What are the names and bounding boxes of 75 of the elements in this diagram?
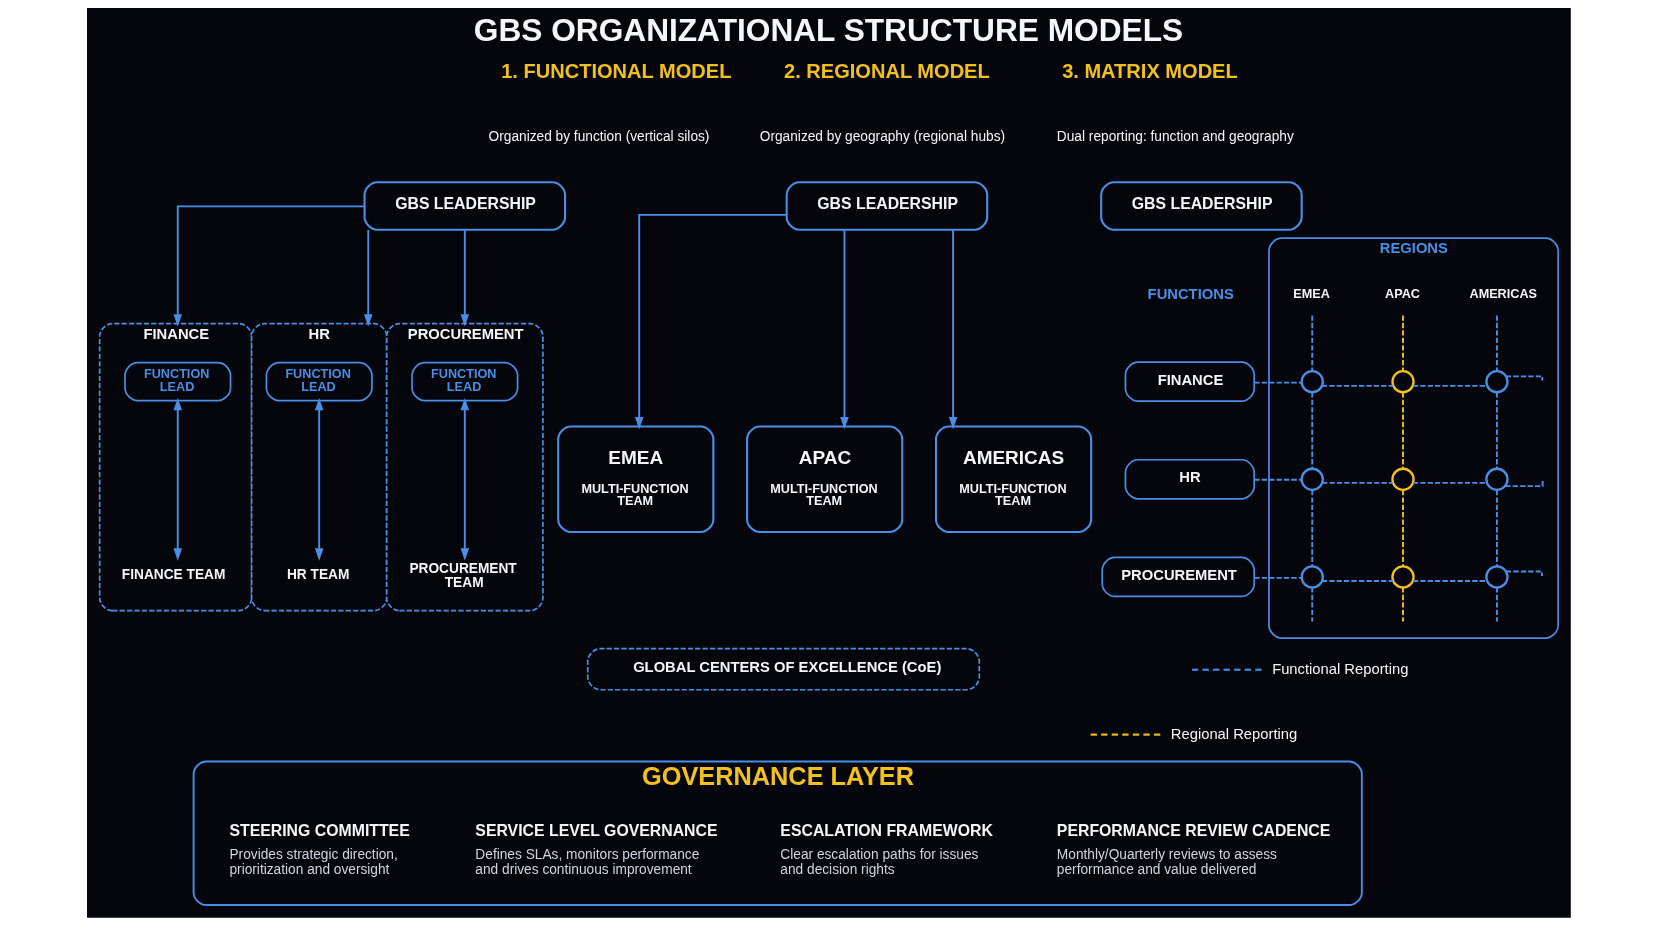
connector (1320, 580, 1394, 583)
connector (1401, 314, 1404, 372)
node-box: FUNCTION LEAD (410, 361, 518, 402)
node-text: EMEA (1292, 287, 1330, 302)
legend-label: Regional Reporting (1170, 725, 1297, 742)
label: 3. MATRIX MODEL (1061, 60, 1238, 83)
arrow (314, 397, 323, 561)
node-box: GBS LEADERSHIP (363, 181, 566, 231)
label: 1. FUNCTIONAL MODEL (500, 60, 731, 83)
connector (1310, 489, 1313, 568)
arrow (460, 229, 469, 327)
node-text: SERVICE LEVEL GOVERNANCE Defines SLAs, monitors performance and drives continuous improvement (474, 822, 718, 877)
connector (1495, 314, 1498, 372)
node-circle (1390, 369, 1415, 394)
arrow (460, 397, 469, 561)
label: FUNCTIONS (1147, 286, 1234, 303)
connector (1411, 580, 1488, 583)
connector (1503, 479, 1544, 488)
node-box: FINANCE (1124, 361, 1255, 403)
connector (1320, 384, 1394, 387)
node-text: ESCALATION FRAMEWORK Clear escalation paths for issues and decision rights (779, 822, 993, 877)
label: Dual reporting: function and geography (1056, 129, 1294, 145)
node-circle (1300, 369, 1324, 394)
arrow (172, 205, 365, 327)
connector (1495, 489, 1498, 568)
node-text: STEERING COMMITTEE Provides strategic direction, prioritization and oversight (228, 822, 410, 877)
connector (1411, 481, 1488, 484)
connector (1504, 570, 1543, 578)
node-box: FUNCTION LEAD (265, 361, 373, 402)
node-box: GLOBAL CENTERS OF EXCELLENCE (CoE) (586, 647, 980, 691)
connector (1504, 375, 1543, 382)
arrow (363, 229, 373, 327)
node-circle (1484, 467, 1509, 491)
node-circle (1484, 369, 1509, 394)
node-text: HR TEAM (286, 567, 349, 583)
node-text: FINANCE TEAM (121, 567, 225, 583)
connector (1252, 381, 1303, 384)
node-box: AMERICAS MULTI-FUNCTION TEAM (934, 425, 1092, 534)
node-box: APAC MULTI-FUNCTION TEAM (745, 425, 903, 534)
node-text: APAC (1384, 287, 1420, 302)
legend-label: Functional Reporting (1271, 660, 1408, 677)
node-circle (1390, 565, 1415, 589)
label: 2. REGIONAL MODEL (783, 60, 990, 83)
connector (1252, 576, 1302, 579)
diagram-title: GBS ORGANIZATIONAL STRUCTURE MODELS (473, 11, 1183, 48)
connector (1495, 391, 1498, 470)
node-circle (1300, 467, 1324, 491)
arrow (172, 397, 182, 561)
node-box: PROCUREMENT (1100, 556, 1255, 598)
connector (1411, 384, 1488, 387)
node-box: GBS LEADERSHIP (1099, 181, 1303, 231)
connector (1310, 586, 1313, 623)
node-circle (1484, 565, 1509, 589)
arrow (634, 213, 787, 430)
node-box: HR (1124, 458, 1255, 500)
node-text: PERFORMANCE REVIEW CADENCE Monthly/Quarterly reviews to assess performance and value delivered (1056, 822, 1330, 877)
arrow (948, 228, 957, 430)
node-text: PROCUREMENT TEAM (408, 561, 517, 590)
node-box: FUNCTION LEAD (123, 361, 231, 402)
arrow (839, 228, 849, 430)
connector (1401, 391, 1404, 470)
node-circle (1300, 565, 1324, 589)
node-circle (1390, 467, 1415, 491)
node-box: GBS LEADERSHIP (785, 181, 988, 231)
node-text: AMERICAS (1468, 287, 1537, 302)
label: Organized by function (vertical silos) (488, 129, 709, 145)
connector (1310, 314, 1313, 372)
connector (1401, 489, 1404, 568)
connector (1252, 478, 1303, 481)
connector (1310, 391, 1313, 470)
connector (1495, 586, 1498, 623)
node-box: EMEA MULTI-FUNCTION TEAM (556, 425, 714, 534)
label: Organized by geography (regional hubs) (759, 129, 1005, 145)
connector (1401, 586, 1404, 623)
connector (1320, 481, 1394, 484)
